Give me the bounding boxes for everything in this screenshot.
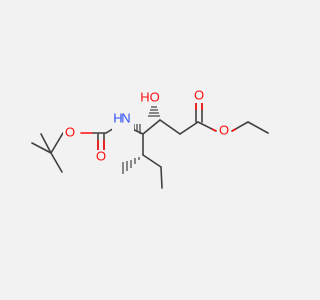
bond [160, 166, 163, 189]
bond [31, 142, 52, 154]
amine-nitrogen: N [121, 110, 130, 125]
ester-carbonyl-oxygen: O [194, 87, 204, 102]
bond [211, 128, 217, 132]
bond [159, 119, 181, 135]
bond [142, 154, 162, 168]
bond [179, 121, 199, 135]
bond [50, 132, 64, 154]
atom-labels: O O H N HO O O [63, 87, 230, 164]
amine-hydrogen: H [113, 110, 122, 125]
bond [231, 128, 237, 132]
hydroxyl-group: HO [140, 89, 160, 104]
carbamate-ester-oxygen: O [65, 124, 75, 139]
bond [50, 152, 63, 173]
bond [142, 119, 161, 135]
bond [40, 133, 52, 154]
molecule-structure: O O H N HO O O [31, 87, 269, 189]
carbamate-carbonyl-oxygen: O [96, 148, 106, 163]
ester-oxygen: O [219, 122, 229, 137]
bond [247, 121, 269, 134]
molecule-canvas: O O H N HO O O [31, 87, 269, 189]
